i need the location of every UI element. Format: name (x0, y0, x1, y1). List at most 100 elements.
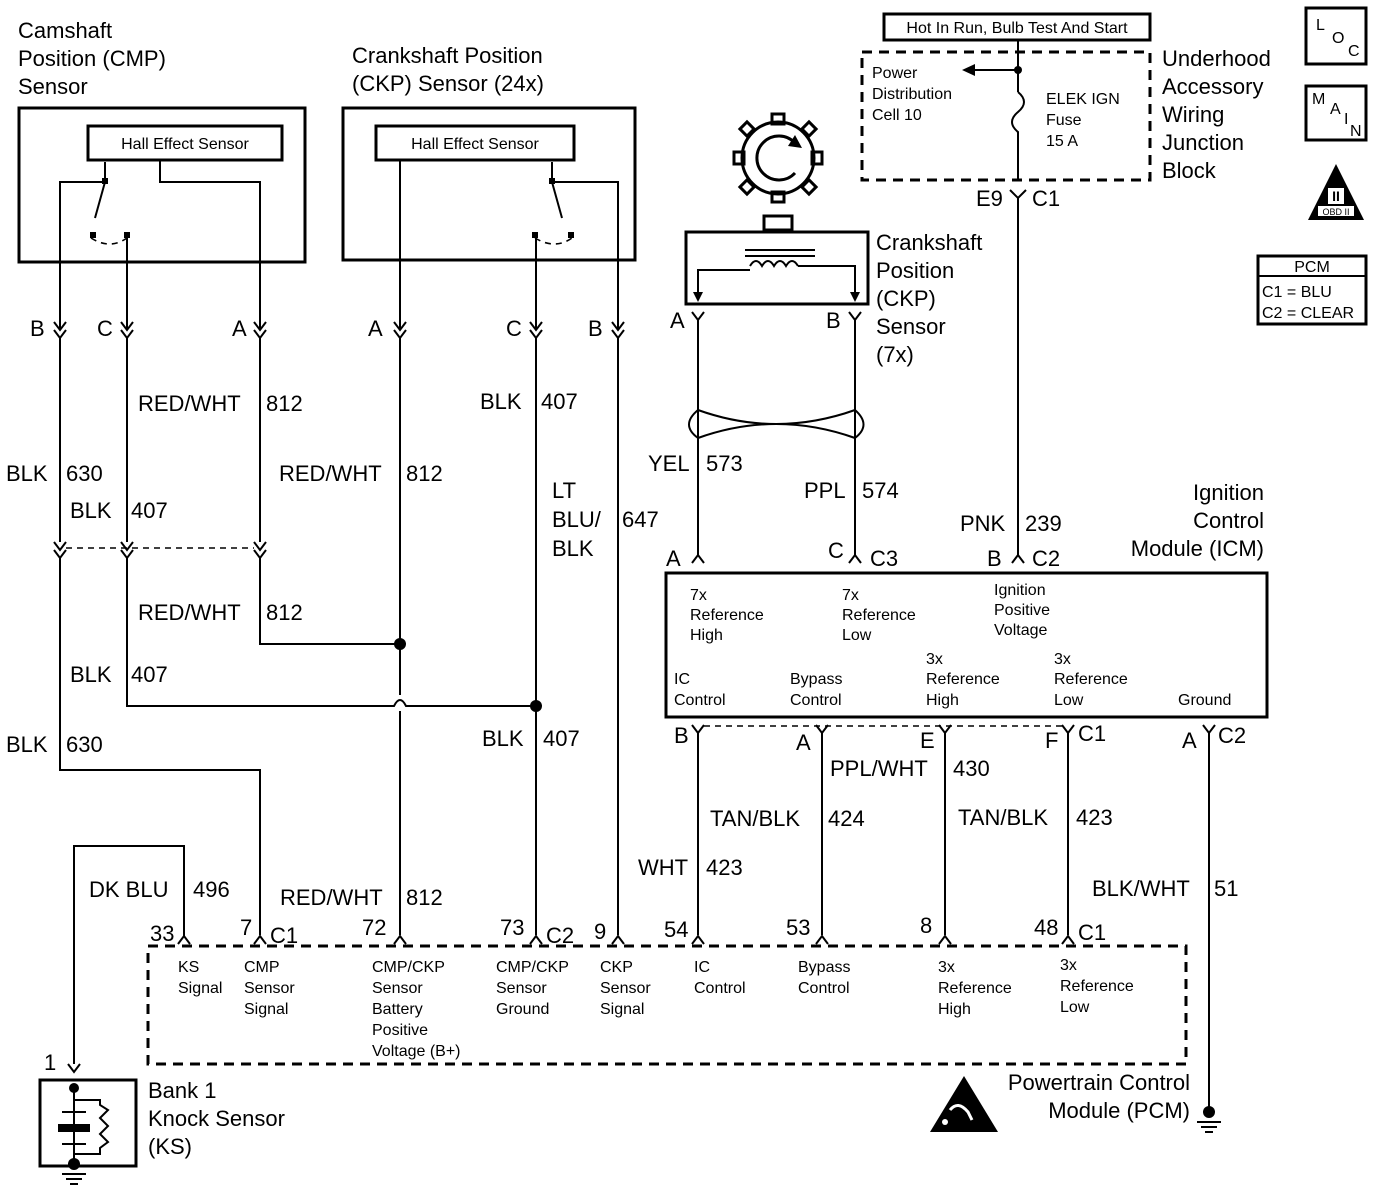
cmp-pin-c: C (97, 316, 113, 341)
icm-label: 7x (690, 587, 707, 604)
cmp-sensor-box (17, 106, 307, 264)
wire-label: BLK (6, 461, 48, 486)
ckp7-title-line-1: Crankshaft (876, 230, 982, 255)
wire-label: RED/WHT (138, 600, 241, 625)
jb-connector: C1 (1032, 186, 1060, 211)
twisted-pair-icon (688, 408, 865, 440)
wire-circuit: 812 (406, 885, 443, 910)
icm-label: Control (790, 692, 842, 709)
icm-label: Voltage (994, 622, 1047, 639)
icm-label: High (690, 627, 723, 644)
pcm-label: KS (178, 959, 199, 976)
ckp24-sensor-box (341, 106, 637, 262)
pcm-label: Control (694, 980, 746, 997)
wire-circuit: 812 (266, 600, 303, 625)
reluctor-wheel-icon (732, 112, 824, 204)
wire-circuit: 630 (66, 732, 103, 757)
wire-label: BLK (70, 498, 112, 523)
lt-blu-circuit: 647 (622, 507, 659, 532)
fuse-icon (1011, 91, 1025, 180)
jb-title-line-1: Underhood (1162, 46, 1271, 71)
ckp24-title-line-2: (CKP) Sensor (24x) (352, 71, 544, 96)
cell-line-2: Distribution (872, 86, 952, 103)
pcm-label: Sensor (244, 980, 295, 997)
cmp-title-line-2: Position (CMP) (18, 46, 166, 71)
jb-title-line-2: Accessory (1162, 74, 1263, 99)
wire-label: WHT (638, 855, 688, 880)
lt-blu-line-1: LT (552, 478, 576, 503)
icm-bottom-pin: A (1182, 728, 1197, 753)
junction-block-box (860, 50, 1152, 182)
cell-line-3: Cell 10 (872, 107, 922, 124)
pcm-pin: 7 (240, 915, 252, 940)
icm-label: Reference (1054, 671, 1128, 688)
icm-top-pin: C (828, 538, 844, 563)
pcm-pin: 33 (150, 921, 174, 946)
icm-top-conn: C3 (870, 546, 898, 571)
icm-top-pin: A (666, 546, 681, 571)
esd-warning-icon (930, 1076, 998, 1132)
pcm-pin: 9 (594, 919, 606, 944)
pcm-pin: 53 (786, 915, 810, 940)
wire-circuit: 812 (266, 391, 303, 416)
obd-label: OBD II (1322, 207, 1349, 217)
wire-circuit: 630 (66, 461, 103, 486)
fuse-line-2: Fuse (1046, 112, 1082, 129)
pcm-label: CMP (244, 959, 280, 976)
wire-label: TAN/BLK (958, 805, 1048, 830)
wire-label: PNK (960, 511, 1006, 536)
wire-label: RED/WHT (279, 461, 382, 486)
pcm-label: Reference (938, 980, 1012, 997)
icm-label: Control (674, 692, 726, 709)
wire-label: RED/WHT (138, 391, 241, 416)
pcm-conn: C2 (546, 923, 574, 948)
ckp24-hall-label: Hall Effect Sensor (411, 136, 539, 153)
ckp24-pin-a: A (368, 316, 383, 341)
pcm-label: Sensor (600, 980, 651, 997)
icm-label: 3x (926, 651, 943, 668)
icm-bottom-conn: C2 (1218, 723, 1246, 748)
icm-bottom-pin: E (920, 728, 935, 753)
pcm-pin: 72 (362, 915, 386, 940)
pcm-box (146, 944, 1188, 1066)
wire-label: BLK/WHT (1092, 876, 1190, 901)
ks-title-line-3: (KS) (148, 1134, 192, 1159)
ks-box (38, 1078, 138, 1168)
icm-bottom-pin: A (796, 730, 811, 755)
pcm-title-line-2: Module (PCM) (1048, 1098, 1190, 1123)
pcm-label: IC (694, 959, 710, 976)
underhood-junction-block: Hot In Run, Bulb Test And Start Power Di… (860, 12, 1271, 555)
icm-label: Bypass (790, 671, 842, 688)
pcm-pin: 48 (1034, 915, 1058, 940)
ckp24-pin-c: C (506, 316, 522, 341)
pcm-label: High (938, 1001, 971, 1018)
cmp-b-lead (59, 181, 105, 330)
wire-circuit: 51 (1214, 876, 1238, 901)
ckp7-pin-a: A (670, 308, 685, 333)
wire-label: BLK (6, 732, 48, 757)
icm-title-line-2: Control (1193, 508, 1264, 533)
ks-pin: 1 (44, 1050, 56, 1075)
cmp-title-line-1: Camshaft (18, 18, 112, 43)
pcm-label: Ground (496, 1001, 549, 1018)
ckp24-title-line-1: Crankshaft Position (352, 43, 543, 68)
icm-label: Reference (926, 671, 1000, 688)
pcm-label: Battery (372, 1001, 423, 1018)
wire-circuit: 407 (131, 662, 168, 687)
main-icon: M A I N (1304, 84, 1368, 142)
ks-title-line-2: Knock Sensor (148, 1106, 285, 1131)
icm-label: Reference (842, 607, 916, 624)
wire-label: YEL (648, 451, 690, 476)
icm-label: Ground (1178, 692, 1231, 709)
pcm-label: Signal (244, 1001, 288, 1018)
pcm-label: Signal (600, 1001, 644, 1018)
hot-in-run-label: Hot In Run, Bulb Test And Start (906, 20, 1128, 37)
lt-blu-line-2: BLU/ (552, 507, 602, 532)
wire-circuit: 407 (131, 498, 168, 523)
wire-circuit: 424 (828, 806, 865, 831)
pcm-label: 3x (1060, 957, 1077, 974)
pcm-pin: 8 (920, 913, 932, 938)
wire-label: BLK (70, 662, 112, 687)
obd-ii-icon: II OBD II (1308, 164, 1364, 220)
ckp24-hall-box (374, 124, 576, 162)
